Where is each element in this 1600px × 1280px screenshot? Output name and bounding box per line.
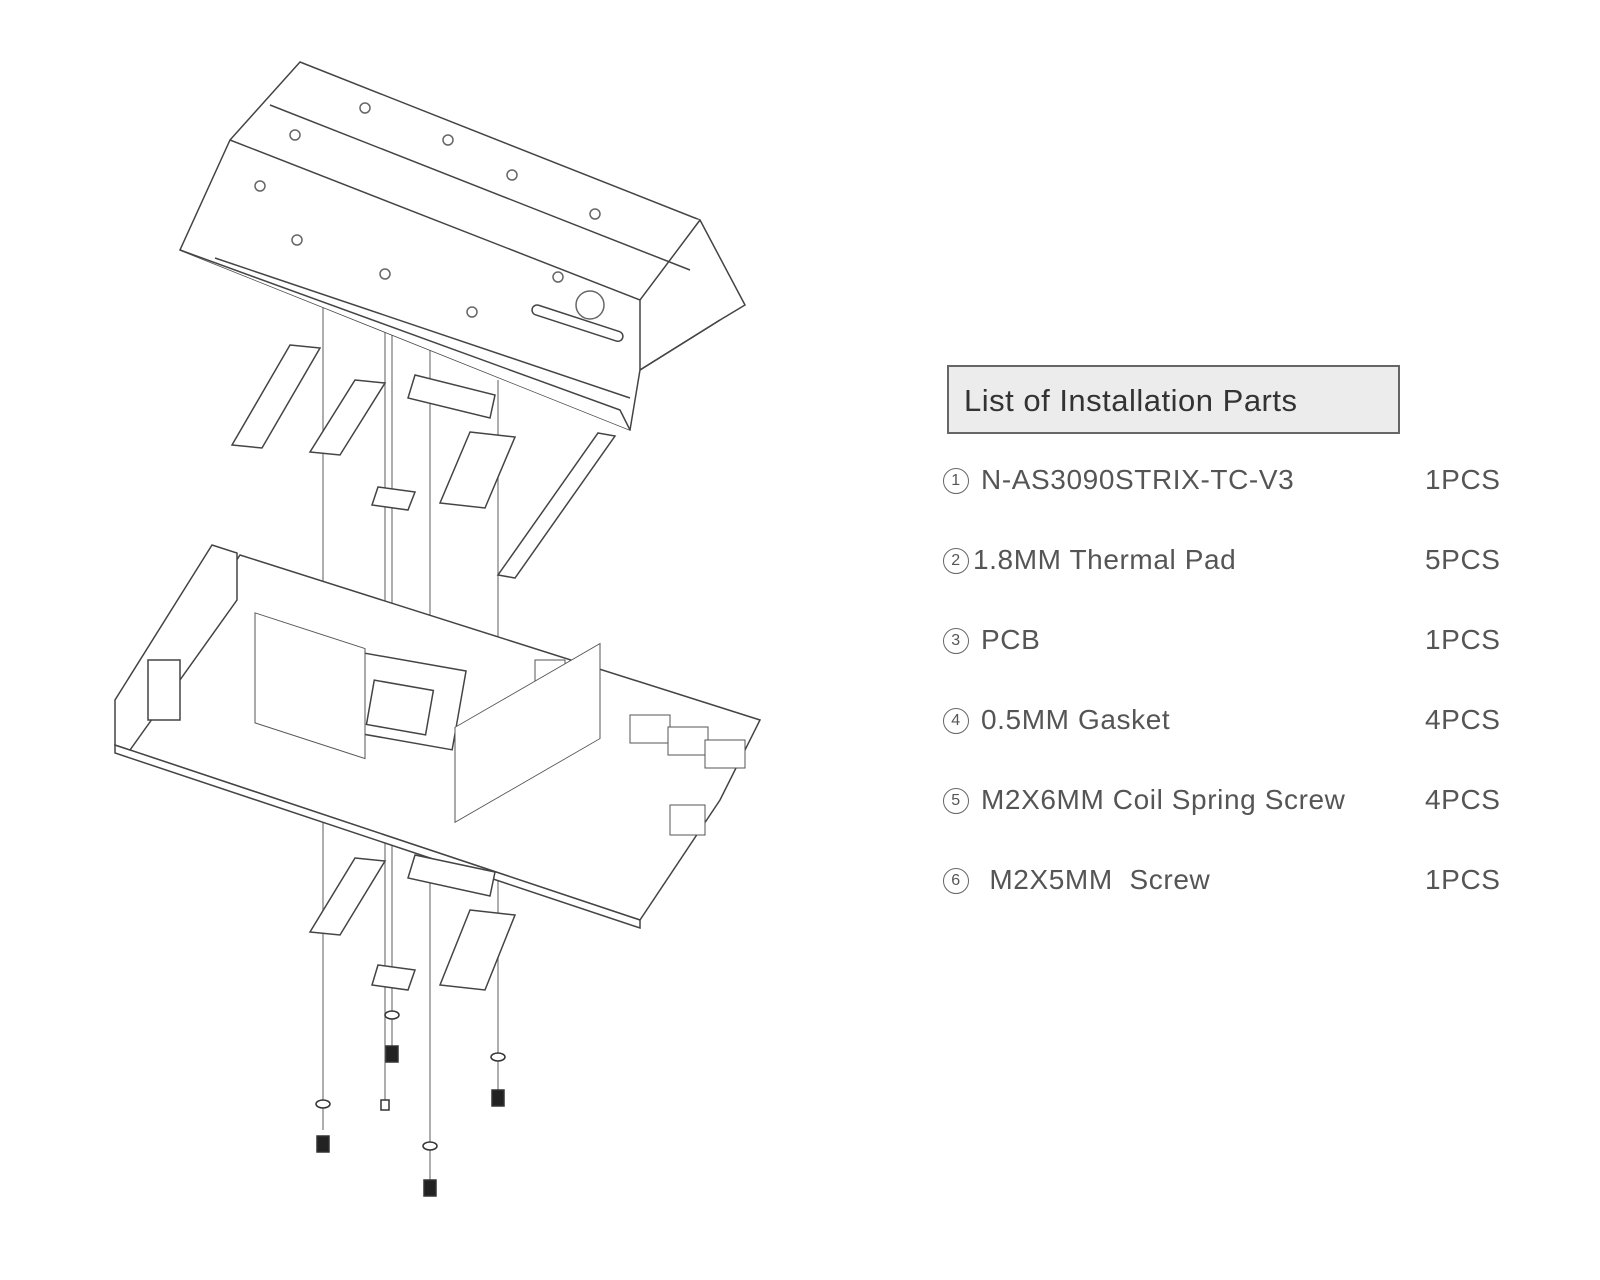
screw-holes [254,102,605,320]
gaskets-and-screws [315,1010,506,1197]
water-block [178,61,746,432]
pcb [113,544,762,930]
parts-list-item: 1 N-AS3090STRIX-TC-V3 1PCS [943,464,1513,504]
parts-list-item: 2 1.8MM Thermal Pad 5PCS [943,544,1513,584]
item-label: 0.5MM Gasket [981,704,1171,735]
parts-list-item: 4 0.5MM Gasket 4PCS [943,704,1513,744]
parts-list-item: 3 PCB 1PCS [943,624,1513,664]
parts-list-item: 6 M2X5MM Screw 1PCS [943,864,1513,904]
item-number: 2 [943,548,969,574]
item-quantity: 4PCS [1425,784,1501,815]
item-quantity: 1PCS [1425,864,1501,895]
item-quantity: 1PCS [1425,464,1501,495]
item-label: M2X5MM Screw [981,864,1211,895]
item-quantity: 4PCS [1425,704,1501,735]
item-label: M2X6MM Coil Spring Screw [981,784,1346,815]
thermal-pads-upper [230,344,617,579]
item-label: N-AS3090STRIX-TC-V3 [981,464,1295,495]
item-label: 1.8MM Thermal Pad [973,544,1237,575]
item-quantity: 5PCS [1425,544,1501,575]
pcb-components [534,659,746,836]
parts-list-title: List of Installation Parts [964,383,1298,418]
exploded-view-diagram [113,61,762,1197]
item-number: 6 [943,868,969,894]
parts-list-item: 5 M2X6MM Coil Spring Screw 4PCS [943,784,1513,824]
item-number: 4 [943,708,969,734]
vrm-blocks [254,612,601,824]
item-label: PCB [981,624,1041,655]
thermal-pads-lower [308,854,517,991]
item-number: 1 [943,468,969,494]
item-number: 5 [943,788,969,814]
item-quantity: 1PCS [1425,624,1501,655]
item-number: 3 [943,628,969,654]
parts-list-header: List of Installation Parts [947,365,1400,434]
